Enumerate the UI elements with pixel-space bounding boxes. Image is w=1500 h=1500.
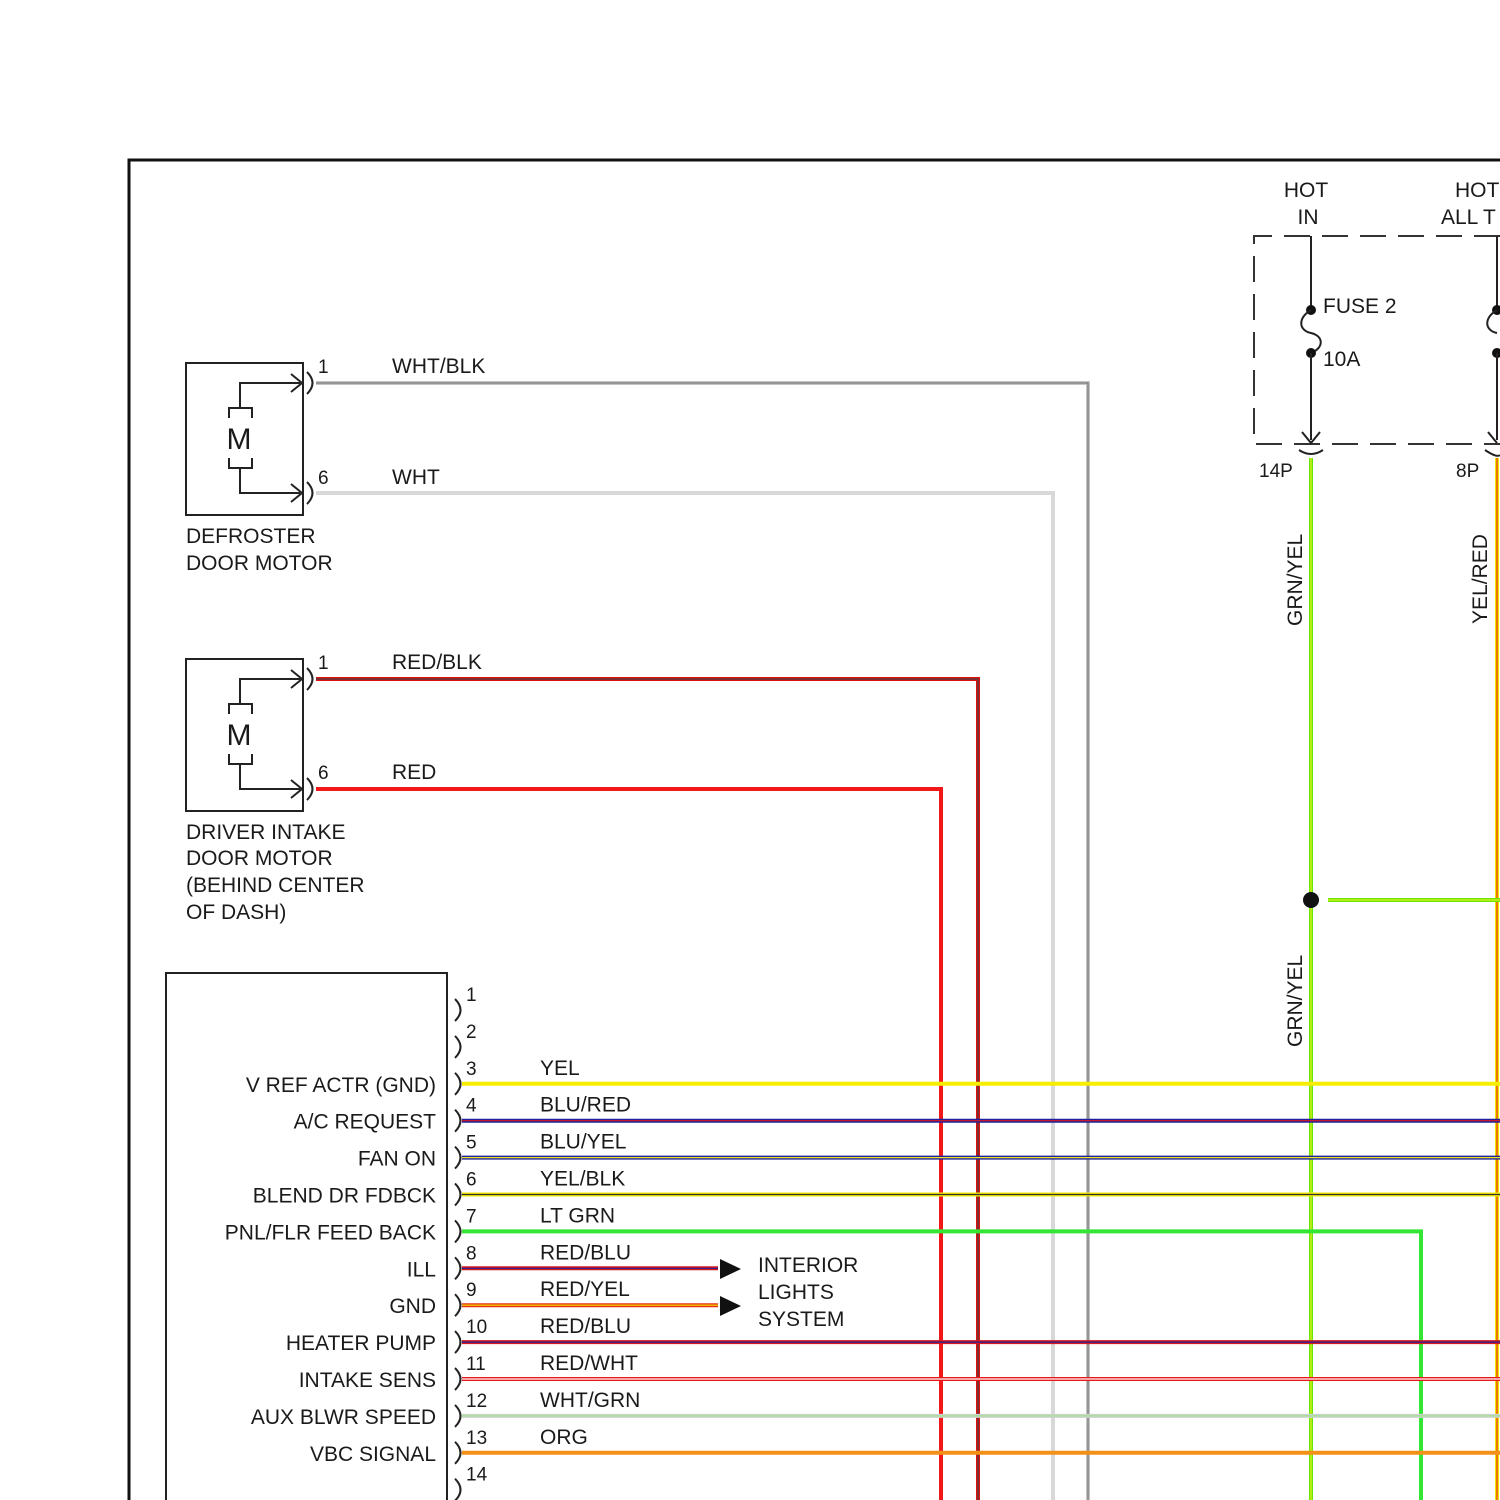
connector-8p-label: 8P xyxy=(1456,461,1479,482)
module-pin-4-function-label: A/C REQUEST xyxy=(294,1111,437,1134)
connector-14p-socket xyxy=(1299,450,1323,454)
defroster-pin6-socket xyxy=(307,482,313,504)
module-pin-13-wire-label: ORG xyxy=(540,1426,588,1449)
module-pin-9-number: 9 xyxy=(466,1280,477,1301)
module-pin-3-number: 3 xyxy=(466,1059,477,1080)
module-pin-11-wire-label: RED/WHT xyxy=(540,1352,638,1375)
interior-lights-arrow-ill xyxy=(720,1259,741,1279)
module-pin-7-number: 7 xyxy=(466,1206,477,1227)
defroster-pin1-socket xyxy=(307,372,313,394)
hot-all-label-line1: HOT xyxy=(1455,179,1500,202)
fuse-name: FUSE 2 xyxy=(1323,295,1397,318)
hot-in-label-line2: IN xyxy=(1298,206,1319,229)
module-pin-8-function-label: ILL xyxy=(407,1258,436,1281)
module-pin-3-socket xyxy=(455,1073,461,1095)
interior-lights-reference: INTERIOR LIGHTS SYSTEM xyxy=(720,1254,858,1331)
module-pin-12-wire-label: WHT/GRN xyxy=(540,1389,640,1412)
module-pin-1-number: 1 xyxy=(466,985,477,1006)
module-pin-6-wire-label: YEL/BLK xyxy=(540,1168,625,1191)
module-pin-8-socket xyxy=(455,1257,461,1279)
module-pin-10-wire-label: RED/BLU xyxy=(540,1315,631,1338)
connector-8p-socket xyxy=(1485,450,1500,456)
defroster-motor-letter: M xyxy=(227,423,252,456)
fuse-element xyxy=(1301,310,1321,353)
module-pin-12-function-label: AUX BLWR SPEED xyxy=(251,1406,436,1429)
module-pin-9-wire-label: RED/YEL xyxy=(540,1278,630,1301)
module-pin-5-wire-label: BLU/YEL xyxy=(540,1131,626,1154)
intake-pin1-wire-label: RED/BLK xyxy=(392,651,482,674)
module-pin-5-socket xyxy=(455,1147,461,1169)
module-pin-12-number: 12 xyxy=(466,1391,487,1412)
grn-yel-lower-label: GRN/YEL xyxy=(1284,955,1307,1047)
module-pin-12-socket xyxy=(455,1405,461,1427)
defroster-name-line1: DEFROSTER xyxy=(186,525,316,548)
hot-in-label-line1: HOT xyxy=(1284,179,1329,202)
defroster-pin1-wire-label: WHT/BLK xyxy=(392,355,485,378)
module-pin-2-number: 2 xyxy=(466,1022,477,1043)
module-pin-4-socket xyxy=(455,1110,461,1132)
module-pin-9-function-label: GND xyxy=(389,1295,436,1318)
module-pin-8-wire-label: RED/BLU xyxy=(540,1241,631,1264)
module-pin-2-socket xyxy=(455,1036,461,1058)
interior-lights-line3: SYSTEM xyxy=(758,1308,844,1331)
module-pin-5-function-label: FAN ON xyxy=(358,1148,436,1171)
hot-all-label-line2: ALL T xyxy=(1441,206,1496,229)
module-pin-13-socket xyxy=(455,1442,461,1464)
intake-name-line1: DRIVER INTAKE xyxy=(186,821,345,844)
module-pin-10-function-label: HEATER PUMP xyxy=(286,1332,436,1355)
fuse-block-border xyxy=(1254,236,1500,444)
module-pin-10-socket xyxy=(455,1331,461,1353)
intake-pin6-wire-label: RED xyxy=(392,761,436,784)
module-pin-10-number: 10 xyxy=(466,1317,487,1338)
module-pin-11-number: 11 xyxy=(466,1354,486,1375)
fuse-rating: 10A xyxy=(1323,348,1360,371)
module-pin-3-wire-label: YEL xyxy=(540,1057,580,1080)
module-pin-14-number: 14 xyxy=(466,1465,488,1486)
module-pin-5-number: 5 xyxy=(466,1133,477,1154)
connector-14p-label: 14P xyxy=(1259,461,1293,482)
interior-lights-line1: INTERIOR xyxy=(758,1254,858,1277)
fuse-block: HOT IN HOT ALL T FUSE 2 10A 14P 8P xyxy=(1254,179,1500,482)
module-pin-14-socket xyxy=(455,1479,461,1500)
module-pin-6-function-label: BLEND DR FDBCK xyxy=(253,1185,436,1208)
module-pin-4-wire-label: BLU/RED xyxy=(540,1094,631,1117)
module-pin-7-socket xyxy=(455,1220,461,1242)
grn-yel-upper-label: GRN/YEL xyxy=(1284,534,1307,626)
module-pin-7-function-label: PNL/FLR FEED BACK xyxy=(225,1221,436,1244)
intake-name-line3: (BEHIND CENTER xyxy=(186,874,365,897)
intake-pin1-socket xyxy=(307,668,313,690)
yel-red-label: YEL/RED xyxy=(1469,534,1492,624)
module-pin-7-wire-label: LT GRN xyxy=(540,1204,615,1227)
defroster-door-motor: M DEFROSTER DOOR MOTOR 1 6 WHT/BLK WHT xyxy=(186,355,485,575)
module-pin-6-number: 6 xyxy=(466,1170,477,1191)
splice-dot xyxy=(1303,892,1319,908)
module-pin-8-number: 8 xyxy=(466,1243,477,1264)
intake-pin6-socket xyxy=(307,778,313,800)
intake-pin6-number: 6 xyxy=(318,763,329,784)
interior-lights-line2: LIGHTS xyxy=(758,1281,834,1304)
defroster-pin6-wire-label: WHT xyxy=(392,466,440,489)
module-pin-13-number: 13 xyxy=(466,1428,487,1449)
module-pin-11-function-label: INTAKE SENS xyxy=(299,1369,436,1392)
module-pin-9-socket xyxy=(455,1294,461,1316)
module-pin-11-socket xyxy=(455,1368,461,1390)
connector-8p-arrow xyxy=(1488,432,1497,443)
intake-name-line4: OF DASH) xyxy=(186,901,286,924)
module-pin-13-function-label: VBC SIGNAL xyxy=(310,1443,436,1466)
intake-pin1-number: 1 xyxy=(318,653,329,674)
intake-motor-letter: M xyxy=(227,719,252,752)
interior-lights-arrow-gnd xyxy=(720,1296,741,1316)
module-pin-3-function-label: V REF ACTR (GND) xyxy=(246,1074,436,1097)
module-pin-1-socket xyxy=(455,999,461,1021)
intake-name-line2: DOOR MOTOR xyxy=(186,847,333,870)
defroster-pin6-number: 6 xyxy=(318,468,329,489)
defroster-name-line2: DOOR MOTOR xyxy=(186,552,333,575)
module-pin-4-number: 4 xyxy=(466,1096,477,1117)
defroster-pin1-number: 1 xyxy=(318,357,329,378)
module-pin-6-socket xyxy=(455,1184,461,1206)
